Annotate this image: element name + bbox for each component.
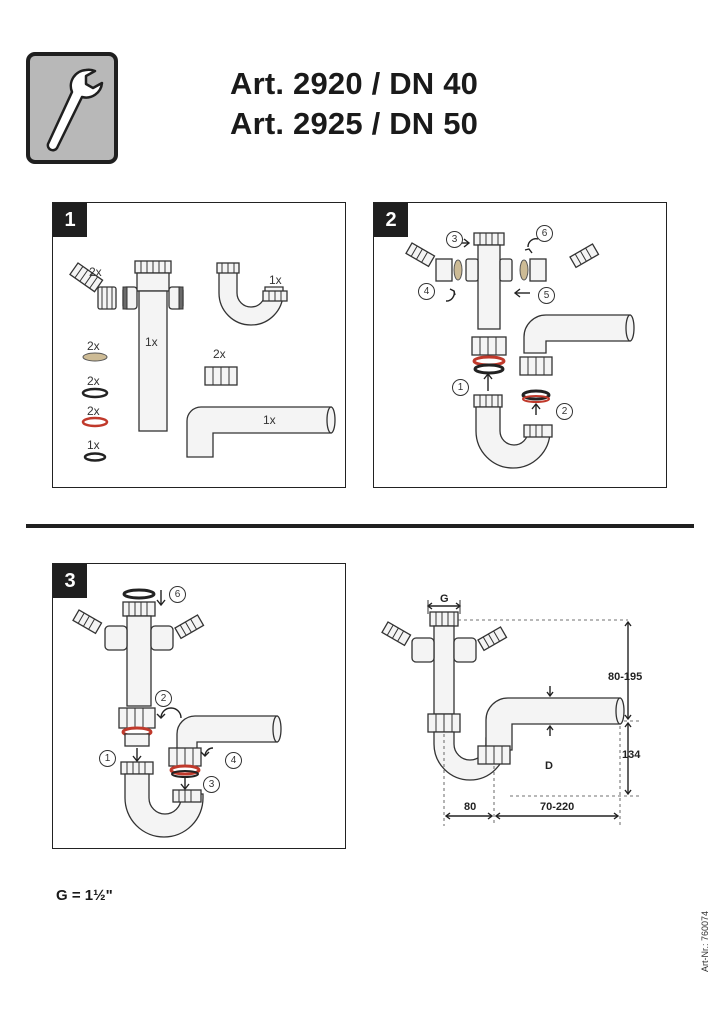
step-marker-2: 2 [155, 690, 172, 707]
step-marker-4: 4 [225, 752, 242, 769]
step-marker-1: 1 [452, 379, 469, 396]
elbow-qty: 1x [263, 413, 276, 427]
step-marker-6: 6 [169, 586, 186, 603]
assembly-drawing-step-3 [72, 588, 282, 838]
step-marker-6: 6 [536, 225, 553, 242]
nuts-qty: 2x [213, 347, 226, 361]
dim-g: G [440, 593, 449, 605]
panel-step-2: 2 [373, 202, 667, 488]
assembly-drawing-step-2 [405, 232, 635, 469]
dimension-drawing [381, 600, 642, 826]
dim-height-range: 80-195 [608, 671, 643, 683]
step-marker-4: 4 [418, 283, 435, 300]
inlet-qty: 2x [89, 265, 102, 279]
trap-qty: 1x [269, 273, 282, 287]
parts-drawing [69, 260, 336, 462]
page-title-line1: Art. 2920 / DN 40 [230, 66, 479, 101]
step-marker-3: 3 [446, 231, 463, 248]
dim-offset: 80 [464, 801, 477, 813]
article-number: Art-Nr.: 760074 [700, 910, 710, 972]
panel-number: 2 [374, 203, 408, 237]
washer-beige-qty: 2x [87, 339, 100, 353]
step-marker-5: 5 [538, 287, 555, 304]
wrench-icon [46, 68, 104, 152]
thread-size-note: G = 1½" [56, 887, 113, 904]
ring-red-qty: 2x [87, 404, 100, 418]
wrench-icon-box [26, 52, 118, 164]
pipe-qty: 1x [145, 335, 158, 349]
dim-length-range: 70-220 [540, 801, 575, 813]
panel-step-1: 1 2x 1x 1x [52, 202, 346, 488]
panel-number: 3 [53, 564, 87, 598]
page-title-line2: Art. 2925 / DN 50 [230, 106, 479, 141]
step-marker-1: 1 [99, 750, 116, 767]
ring-small-qty: 1x [87, 438, 100, 452]
section-divider [26, 524, 694, 528]
panel-step-3: 3 1 2 3 4 6 [52, 563, 346, 849]
dim-height: 134 [622, 749, 641, 761]
dim-d: D [545, 760, 553, 772]
panel-number: 1 [53, 203, 87, 237]
step-marker-3: 3 [203, 776, 220, 793]
ring-black-qty: 2x [87, 374, 100, 388]
step-marker-2: 2 [556, 403, 573, 420]
